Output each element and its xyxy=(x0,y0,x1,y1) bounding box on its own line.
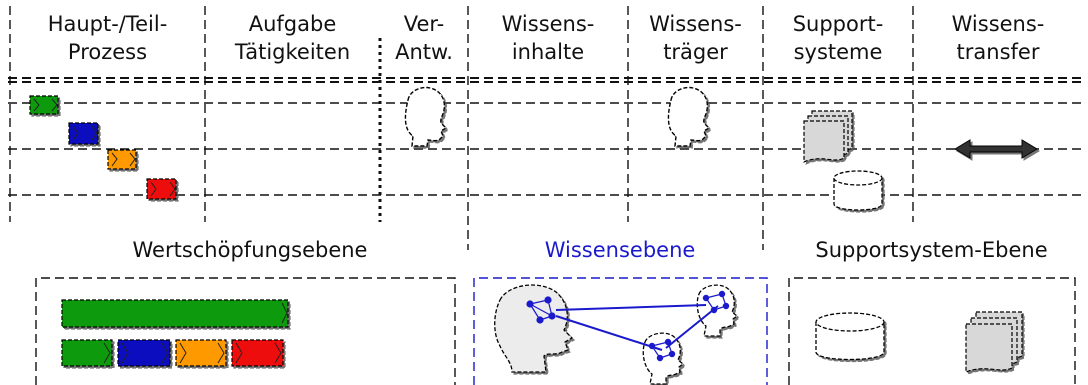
value-creation-box xyxy=(35,277,456,385)
level-boxes xyxy=(35,277,1076,385)
value-chain-chevrons xyxy=(103,302,288,364)
column-header-tasks: Aufgabe Tätigkeiten xyxy=(205,10,380,66)
level-label-value-creation: Wertschöpfungsebene xyxy=(132,238,368,262)
document-page xyxy=(803,120,845,163)
column-header-knowledge-content: Wissens- inhalte xyxy=(468,10,628,66)
network-cluster xyxy=(648,338,676,362)
process-arrow-icon xyxy=(107,149,137,170)
column-header-line2: systeme xyxy=(793,40,883,64)
column-header-line2: träger xyxy=(663,40,728,64)
network-cluster xyxy=(526,296,556,324)
document-stack-icon xyxy=(965,311,1023,373)
column-header-process: Haupt-/Teil- Prozess xyxy=(10,10,205,66)
column-header-line1: Aufgabe xyxy=(248,12,337,36)
network-cluster xyxy=(702,290,730,314)
column-header-line2: Antw. xyxy=(395,40,453,64)
column-header-knowledge-carrier: Wissens- träger xyxy=(628,10,763,66)
chevron-icon xyxy=(179,342,225,364)
column-header-line2: Tätigkeiten xyxy=(234,40,351,64)
chevron-icon xyxy=(33,98,58,112)
head-icon xyxy=(404,86,448,147)
chevron-icon xyxy=(235,342,282,364)
database-body xyxy=(815,322,885,361)
main-process-bar xyxy=(61,299,289,328)
column-header-knowledge-transfer: Wissens- transfer xyxy=(913,10,1083,66)
network-link xyxy=(665,305,719,349)
column-header-line2: inhalte xyxy=(511,40,585,64)
network-link xyxy=(555,315,663,351)
database-body xyxy=(833,178,883,211)
column-header-responsibility: Ver- Antw. xyxy=(380,10,468,66)
sub-process-arrow-icon xyxy=(117,339,171,367)
chevron-icon xyxy=(121,342,169,364)
table-grid xyxy=(8,6,1082,250)
process-arrow-icon xyxy=(146,178,177,200)
knowledge-network-links xyxy=(526,290,730,362)
process-chevrons xyxy=(33,98,176,197)
process-arrow-icon xyxy=(68,122,99,145)
sub-process-arrow-icon xyxy=(175,339,227,367)
level-label-support: Supportsystem-Ebene xyxy=(815,238,1048,262)
sub-process-arrow-icon xyxy=(231,339,284,367)
chevron-icon xyxy=(72,125,98,141)
database-icon xyxy=(815,312,885,361)
chevron-icon xyxy=(103,342,111,364)
large-head-icon xyxy=(494,284,574,373)
knowledge-box xyxy=(473,277,768,385)
column-header-line1: Wissens- xyxy=(649,12,742,36)
column-header-line1: Haupt-/Teil- xyxy=(47,12,168,36)
column-header-line1: Ver- xyxy=(403,12,445,36)
database-top xyxy=(833,170,883,186)
network-link xyxy=(555,304,707,311)
column-header-line2: Prozess xyxy=(67,40,148,64)
column-header-line1: Wissens- xyxy=(501,12,595,36)
process-arrow-icon xyxy=(29,95,59,115)
column-header-line1: Wissens- xyxy=(951,12,1045,36)
column-header-support-systems: Support- systeme xyxy=(763,10,913,66)
double-arrow-icon xyxy=(954,139,1038,159)
value-chain xyxy=(61,299,289,367)
head-icon xyxy=(667,86,711,147)
sub-process-arrow-icon xyxy=(61,339,113,367)
database-top xyxy=(815,312,885,332)
chevron-icon xyxy=(281,302,288,324)
database-icon xyxy=(833,170,883,211)
document-page xyxy=(965,323,1013,373)
double-arrow-shape xyxy=(954,139,1038,159)
chevron-icon xyxy=(150,181,176,197)
column-header-line1: Support- xyxy=(792,12,884,36)
process-steps xyxy=(29,95,177,200)
document-stack-icon xyxy=(803,110,853,163)
level-label-knowledge: Wissensebene xyxy=(544,238,696,262)
column-header-line2: transfer xyxy=(956,40,1040,64)
chevron-icon xyxy=(111,152,136,167)
